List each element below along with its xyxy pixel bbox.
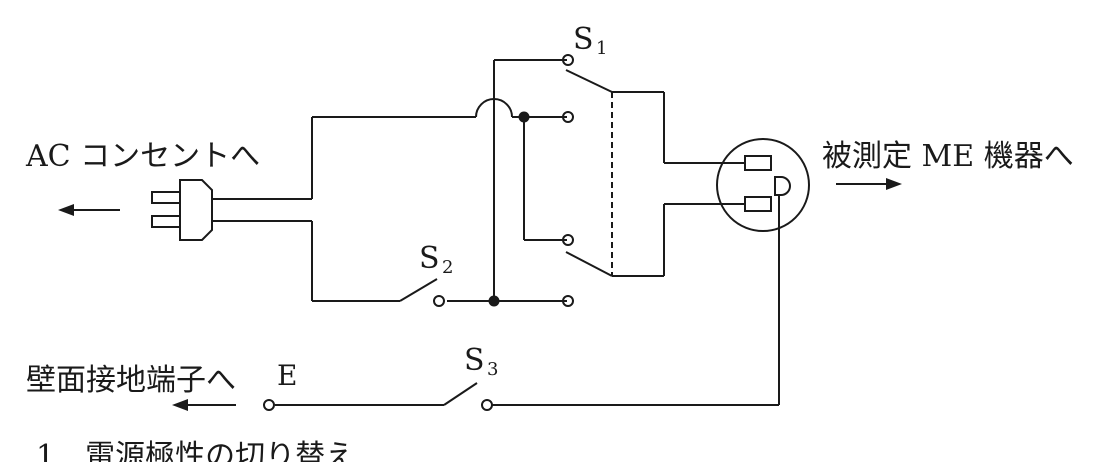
wire-live — [311, 98, 567, 199]
label-e: E — [277, 359, 297, 392]
label-s3: S — [464, 343, 485, 378]
ac-plug — [151, 179, 312, 241]
arrow-right-device — [836, 178, 902, 190]
arrow-left-ground — [172, 399, 236, 411]
label-s1-sub: 1 — [596, 38, 607, 59]
wire-neutral — [311, 221, 567, 302]
junction-dot-bottom — [488, 295, 500, 307]
wire-ground — [263, 195, 780, 411]
label-s2: S — [419, 241, 440, 276]
wire-cross-right — [523, 117, 567, 241]
s2-contact — [433, 295, 445, 307]
label-device: 被測定 ME 機器へ — [822, 139, 1074, 174]
switch-s1 — [562, 54, 664, 307]
device-outlet — [716, 138, 810, 232]
label-s1: S — [573, 22, 594, 57]
wire-cross-left — [493, 59, 567, 301]
label-s2-sub: 2 — [442, 257, 453, 278]
figure-caption: 1 電源極性の切り替え — [36, 439, 355, 462]
wire-to-outlet — [663, 92, 745, 276]
label-ac-outlet: AC コンセントへ — [25, 139, 260, 174]
label-ground: 壁面接地端子へ — [26, 363, 236, 398]
label-s3-sub: 3 — [487, 359, 498, 380]
junction-dot-top — [518, 111, 530, 123]
arrow-left-ac — [58, 204, 120, 216]
